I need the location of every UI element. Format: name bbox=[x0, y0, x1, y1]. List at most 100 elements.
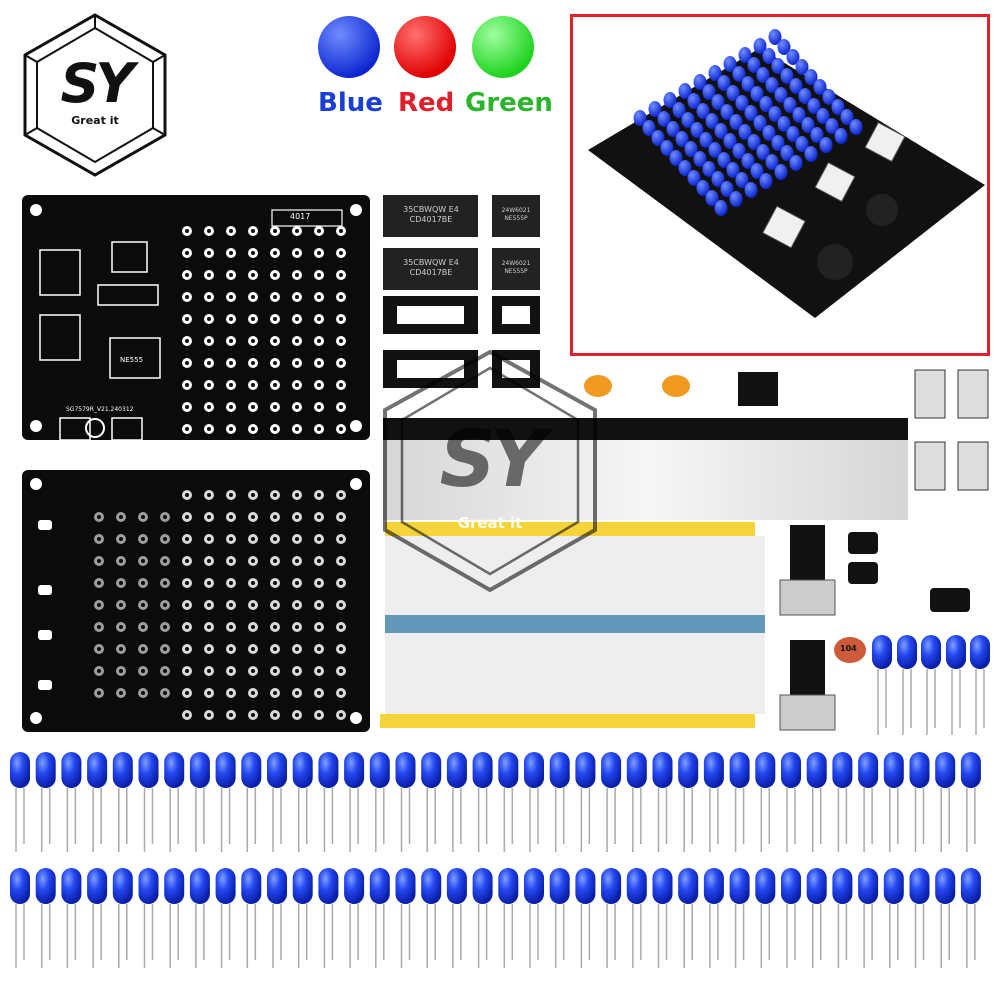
matrix-led bbox=[804, 146, 818, 162]
matrix-led bbox=[768, 29, 782, 45]
matrix-led bbox=[756, 67, 770, 83]
matrix-led bbox=[795, 136, 809, 152]
led bbox=[61, 868, 82, 904]
matrix-led bbox=[711, 171, 725, 187]
electrolytic-capacitors bbox=[848, 532, 970, 612]
ic-sockets bbox=[383, 296, 540, 388]
led bbox=[806, 752, 827, 788]
matrix-led bbox=[699, 132, 713, 148]
matrix-led bbox=[720, 104, 734, 120]
led bbox=[524, 868, 544, 904]
brand-logo bbox=[23, 13, 167, 177]
matrix-led bbox=[723, 56, 737, 72]
matrix-led bbox=[762, 125, 776, 141]
matrix-led bbox=[738, 124, 752, 140]
matrix-led bbox=[663, 92, 677, 108]
matrix-led bbox=[720, 181, 734, 197]
led bbox=[935, 868, 956, 904]
led bbox=[87, 868, 108, 904]
brand-logo-tagline: Great it bbox=[71, 114, 119, 127]
led bbox=[781, 868, 801, 904]
led bbox=[10, 752, 30, 788]
pcb-back bbox=[22, 470, 370, 732]
matrix-led bbox=[651, 130, 665, 146]
resistors bbox=[385, 536, 765, 714]
matrix-led bbox=[816, 108, 830, 124]
matrix-led bbox=[786, 49, 800, 65]
matrix-led bbox=[747, 57, 761, 73]
matrix-led bbox=[732, 143, 746, 159]
matrix-led bbox=[669, 150, 683, 166]
led bbox=[960, 868, 981, 904]
matrix-led bbox=[765, 154, 779, 170]
matrix-led bbox=[648, 101, 662, 117]
led bbox=[858, 868, 879, 904]
led bbox=[318, 868, 339, 904]
matrix-led bbox=[678, 160, 692, 176]
led bbox=[138, 868, 159, 904]
matrix-led bbox=[789, 155, 803, 171]
led bbox=[858, 752, 879, 788]
matrix-led bbox=[732, 66, 746, 82]
matrix-led bbox=[747, 134, 761, 150]
matrix-led bbox=[765, 77, 779, 93]
led bbox=[883, 868, 904, 904]
matrix-led bbox=[804, 69, 818, 85]
matrix-led bbox=[735, 95, 749, 111]
transistor-strip bbox=[380, 418, 908, 728]
led-row-bottom bbox=[10, 868, 981, 968]
matrix-led bbox=[633, 110, 647, 126]
matrix-led bbox=[753, 115, 767, 131]
matrix-led bbox=[801, 117, 815, 133]
led bbox=[344, 868, 365, 904]
matrix-led bbox=[678, 83, 692, 99]
matrix-led bbox=[831, 99, 845, 115]
color-label-red: Red bbox=[398, 88, 455, 118]
matrix-led bbox=[774, 87, 788, 103]
watermark-logo bbox=[383, 349, 597, 593]
led bbox=[575, 752, 596, 788]
pcb-version-label: SG7579R_V21.240312 bbox=[66, 406, 134, 413]
matrix-led bbox=[687, 93, 701, 109]
pcb-front bbox=[22, 195, 370, 441]
led bbox=[421, 752, 442, 788]
matrix-led bbox=[813, 79, 827, 95]
assembled-board bbox=[588, 29, 985, 318]
matrix-led bbox=[783, 97, 797, 113]
matrix-led bbox=[771, 58, 785, 74]
matrix-led bbox=[738, 47, 752, 63]
led bbox=[498, 868, 519, 904]
led bbox=[241, 752, 262, 788]
ic-chips bbox=[383, 195, 540, 290]
matrix-led bbox=[789, 78, 803, 94]
led bbox=[215, 868, 236, 904]
matrix-led bbox=[726, 85, 740, 101]
pcb-label-4017: 4017 bbox=[290, 212, 311, 221]
dc-jack bbox=[738, 372, 778, 406]
led bbox=[395, 752, 416, 788]
led bbox=[189, 752, 210, 788]
matrix-led bbox=[849, 119, 863, 135]
matrix-led bbox=[753, 38, 767, 54]
led bbox=[755, 868, 776, 904]
matrix-led bbox=[690, 122, 704, 138]
ceramic-capacitors bbox=[584, 375, 866, 663]
led bbox=[421, 868, 442, 904]
matrix-led bbox=[693, 151, 707, 167]
led bbox=[806, 868, 827, 904]
led bbox=[678, 868, 699, 904]
matrix-led bbox=[714, 123, 728, 139]
led bbox=[652, 752, 673, 788]
pcb-label-ne555: NE555 bbox=[120, 356, 144, 364]
matrix-led bbox=[759, 96, 773, 112]
matrix-led bbox=[792, 107, 806, 123]
led bbox=[601, 868, 622, 904]
led bbox=[241, 868, 262, 904]
matrix-led bbox=[675, 131, 689, 147]
matrix-led bbox=[714, 200, 728, 216]
matrix-led bbox=[777, 39, 791, 55]
